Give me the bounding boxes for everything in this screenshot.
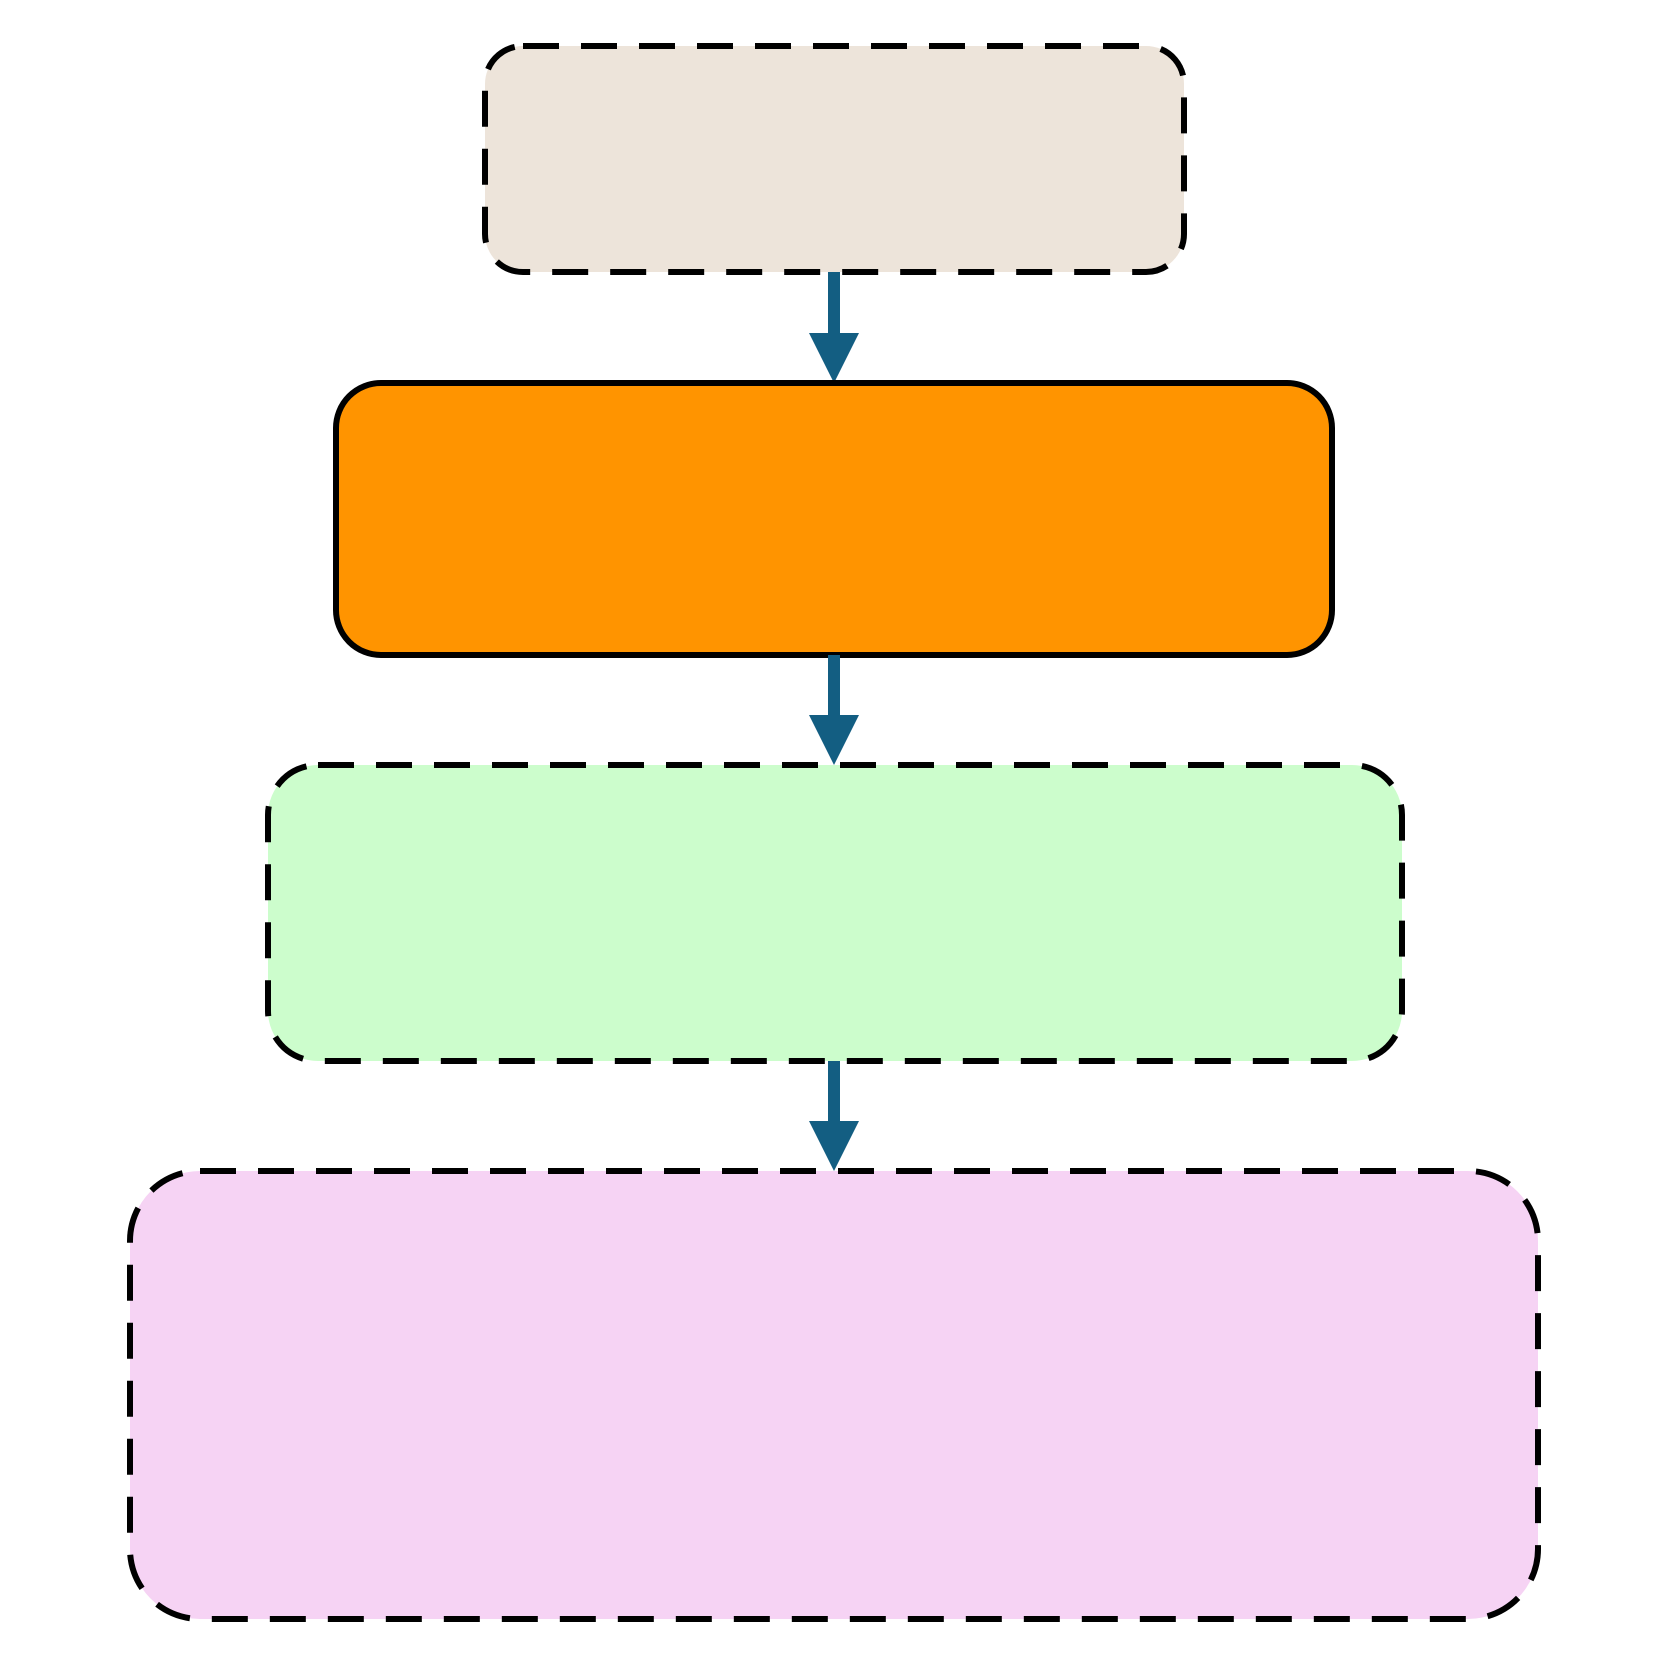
flow-node-3-box xyxy=(265,762,1405,1064)
flow-node-1-box xyxy=(482,43,1187,275)
edge-2-arrowhead xyxy=(809,715,859,765)
flow-node-2[interactable] xyxy=(333,380,1335,658)
flow-edge-3 xyxy=(809,1061,859,1171)
edge-1-arrowhead xyxy=(809,333,859,383)
flow-node-4[interactable] xyxy=(127,1168,1541,1622)
flow-node-2-box xyxy=(333,380,1335,658)
flow-edge-1 xyxy=(809,272,859,383)
flow-edge-2 xyxy=(809,655,859,765)
flow-node-1[interactable] xyxy=(482,43,1187,275)
edge-3-arrowhead xyxy=(809,1121,859,1171)
flow-node-4-box xyxy=(127,1168,1541,1622)
flow-node-3[interactable] xyxy=(265,762,1405,1064)
